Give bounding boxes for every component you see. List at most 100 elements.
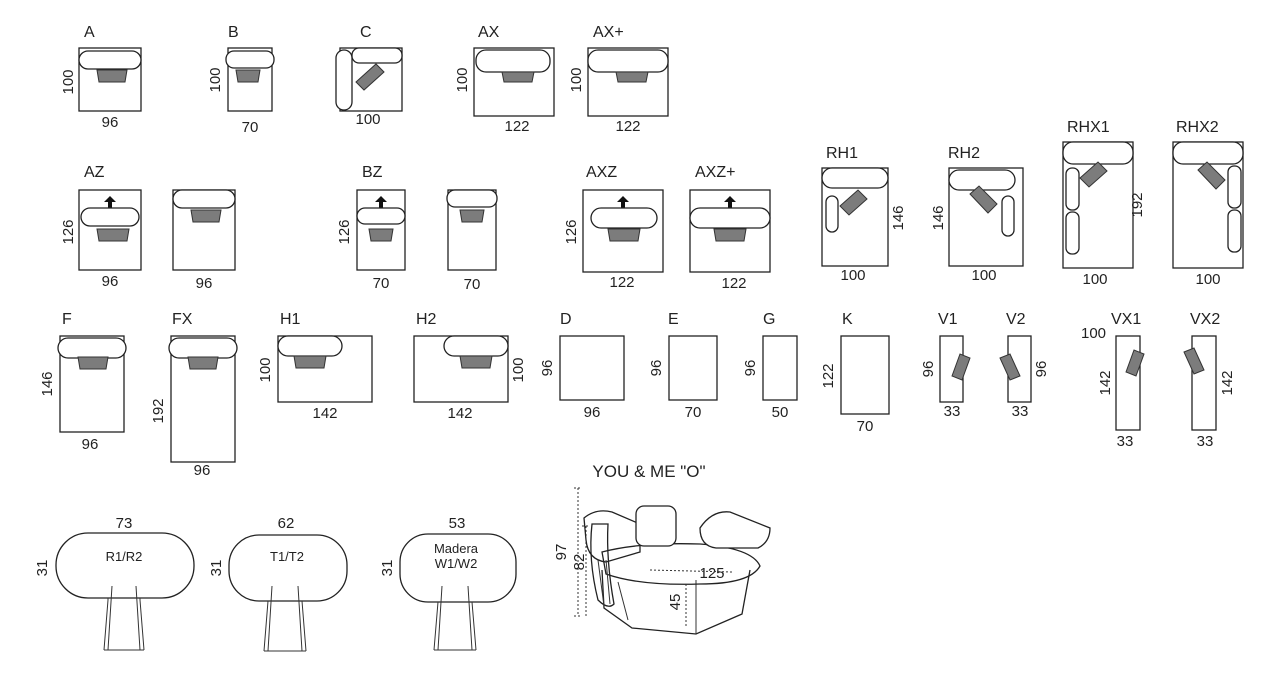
chair-arm-detail bbox=[597, 559, 611, 607]
module-AX: AX 100 122 bbox=[454, 24, 555, 135]
cushion-icon bbox=[951, 353, 971, 381]
module-RH2: RH2 146 100 bbox=[930, 145, 1024, 284]
width-dimension: 142 bbox=[312, 405, 337, 422]
module-outline bbox=[948, 167, 1024, 267]
cushion-icon bbox=[190, 209, 222, 223]
backrest bbox=[78, 50, 142, 70]
module-label: AX+ bbox=[593, 24, 624, 41]
chair-width-dimension: 125 bbox=[699, 565, 724, 582]
depth-dimension: 146 bbox=[930, 205, 947, 230]
module-label: V2 bbox=[1006, 311, 1026, 328]
module-B: B 100 70 bbox=[207, 24, 275, 136]
backrest bbox=[590, 207, 658, 229]
module-label: E bbox=[668, 311, 679, 328]
armrest bbox=[335, 49, 353, 111]
module-RH1: RH1 146 100 bbox=[821, 145, 907, 284]
backrest bbox=[168, 337, 238, 359]
backrest bbox=[225, 50, 275, 69]
module-F: F 146 96 bbox=[39, 311, 127, 453]
module-outline bbox=[582, 189, 664, 273]
module-outline bbox=[59, 335, 125, 433]
module-label: H2 bbox=[416, 311, 437, 328]
width-dimension: 33 bbox=[944, 403, 961, 420]
depth-dimension: 126 bbox=[563, 219, 580, 244]
width-dimension: 70 bbox=[242, 119, 259, 136]
module-V1: V1 96 33 bbox=[920, 311, 971, 420]
table-label-line1: Madera bbox=[434, 541, 479, 556]
depth-dimension: 96 bbox=[539, 360, 556, 377]
cushion-icon bbox=[459, 355, 493, 369]
cushion-icon bbox=[187, 356, 219, 370]
module-label: RHX2 bbox=[1176, 119, 1219, 136]
width-dimension: 96 bbox=[102, 114, 119, 131]
backrest bbox=[351, 47, 403, 64]
cushion-icon bbox=[615, 71, 649, 83]
chair-width-guide bbox=[649, 569, 733, 573]
backrest bbox=[80, 207, 140, 227]
module-label: B bbox=[228, 24, 239, 41]
width-dimension: 33 bbox=[1117, 433, 1134, 450]
chair-total-height: 97 bbox=[553, 544, 570, 561]
module-AXZ: AXZ 126 122 bbox=[563, 164, 664, 291]
module-label: G bbox=[763, 311, 775, 328]
width-dimension: 96 bbox=[102, 273, 119, 290]
module-label: AZ bbox=[84, 164, 105, 181]
depth-dimension: 96 bbox=[648, 360, 665, 377]
cushion-icon bbox=[368, 228, 394, 242]
module-outline bbox=[668, 335, 718, 401]
chair-seat-height: 45 bbox=[667, 594, 684, 611]
backrest bbox=[587, 49, 669, 73]
table-R1-R2: 73 R1/R2 31 bbox=[34, 515, 195, 651]
depth-dimension: 96 bbox=[742, 360, 759, 377]
module-outline bbox=[559, 335, 625, 401]
armrest bbox=[1227, 165, 1242, 209]
table-top bbox=[228, 534, 348, 602]
width-dimension: 142 bbox=[447, 405, 472, 422]
module-label: RHX1 bbox=[1067, 119, 1110, 136]
cushion-icon bbox=[1183, 347, 1205, 375]
backrest bbox=[443, 335, 509, 357]
width-dimension: 70 bbox=[857, 418, 874, 435]
module-VX2: VX2 142 33 bbox=[1183, 311, 1236, 450]
module-label: K bbox=[842, 311, 853, 328]
arrow-up-icon bbox=[375, 196, 387, 208]
module-outline bbox=[227, 47, 273, 112]
depth-dimension: 100 bbox=[568, 67, 585, 92]
backrest bbox=[172, 189, 236, 209]
depth-dimension: 122 bbox=[820, 363, 837, 388]
cushion-icon bbox=[459, 209, 485, 223]
depth-dimension: 146 bbox=[890, 205, 907, 230]
width-dimension: 100 bbox=[971, 267, 996, 284]
module-label: H1 bbox=[280, 311, 301, 328]
arrow-up-icon bbox=[724, 196, 736, 208]
depth-dimension: 100 bbox=[510, 357, 527, 382]
module-label: AXZ bbox=[586, 164, 617, 181]
width-dimension: 122 bbox=[721, 275, 746, 292]
backrest bbox=[356, 207, 406, 225]
module-outline bbox=[473, 47, 555, 117]
depth-dimension: 142 bbox=[1097, 370, 1114, 395]
width-dimension: 100 bbox=[355, 111, 380, 128]
table-label-line2: W1/W2 bbox=[435, 556, 478, 571]
backrest bbox=[821, 167, 889, 189]
module-RHX1: RHX1 192 100 bbox=[1062, 119, 1146, 288]
table-height-dimension: 31 bbox=[34, 560, 51, 577]
width-dimension: 70 bbox=[685, 404, 702, 421]
angle-depth-dimension: 100 bbox=[1081, 325, 1106, 342]
module-label: V1 bbox=[938, 311, 958, 328]
table-leg bbox=[433, 585, 477, 651]
depth-dimension: 126 bbox=[60, 219, 77, 244]
cushion-icon bbox=[607, 228, 641, 242]
backrest bbox=[57, 337, 127, 359]
depth-dimension: 96 bbox=[1033, 361, 1050, 378]
backrest bbox=[1062, 141, 1134, 165]
module-E: E 96 70 bbox=[648, 311, 718, 421]
chair-backrest bbox=[583, 510, 641, 563]
table-T1-T2: 62 T1/T2 31 bbox=[208, 515, 348, 652]
module-G: G 96 50 bbox=[742, 311, 798, 421]
module-outline bbox=[356, 189, 406, 271]
cushion-icon bbox=[96, 228, 130, 242]
module-label: RH1 bbox=[826, 145, 858, 162]
width-dimension: 122 bbox=[609, 274, 634, 291]
